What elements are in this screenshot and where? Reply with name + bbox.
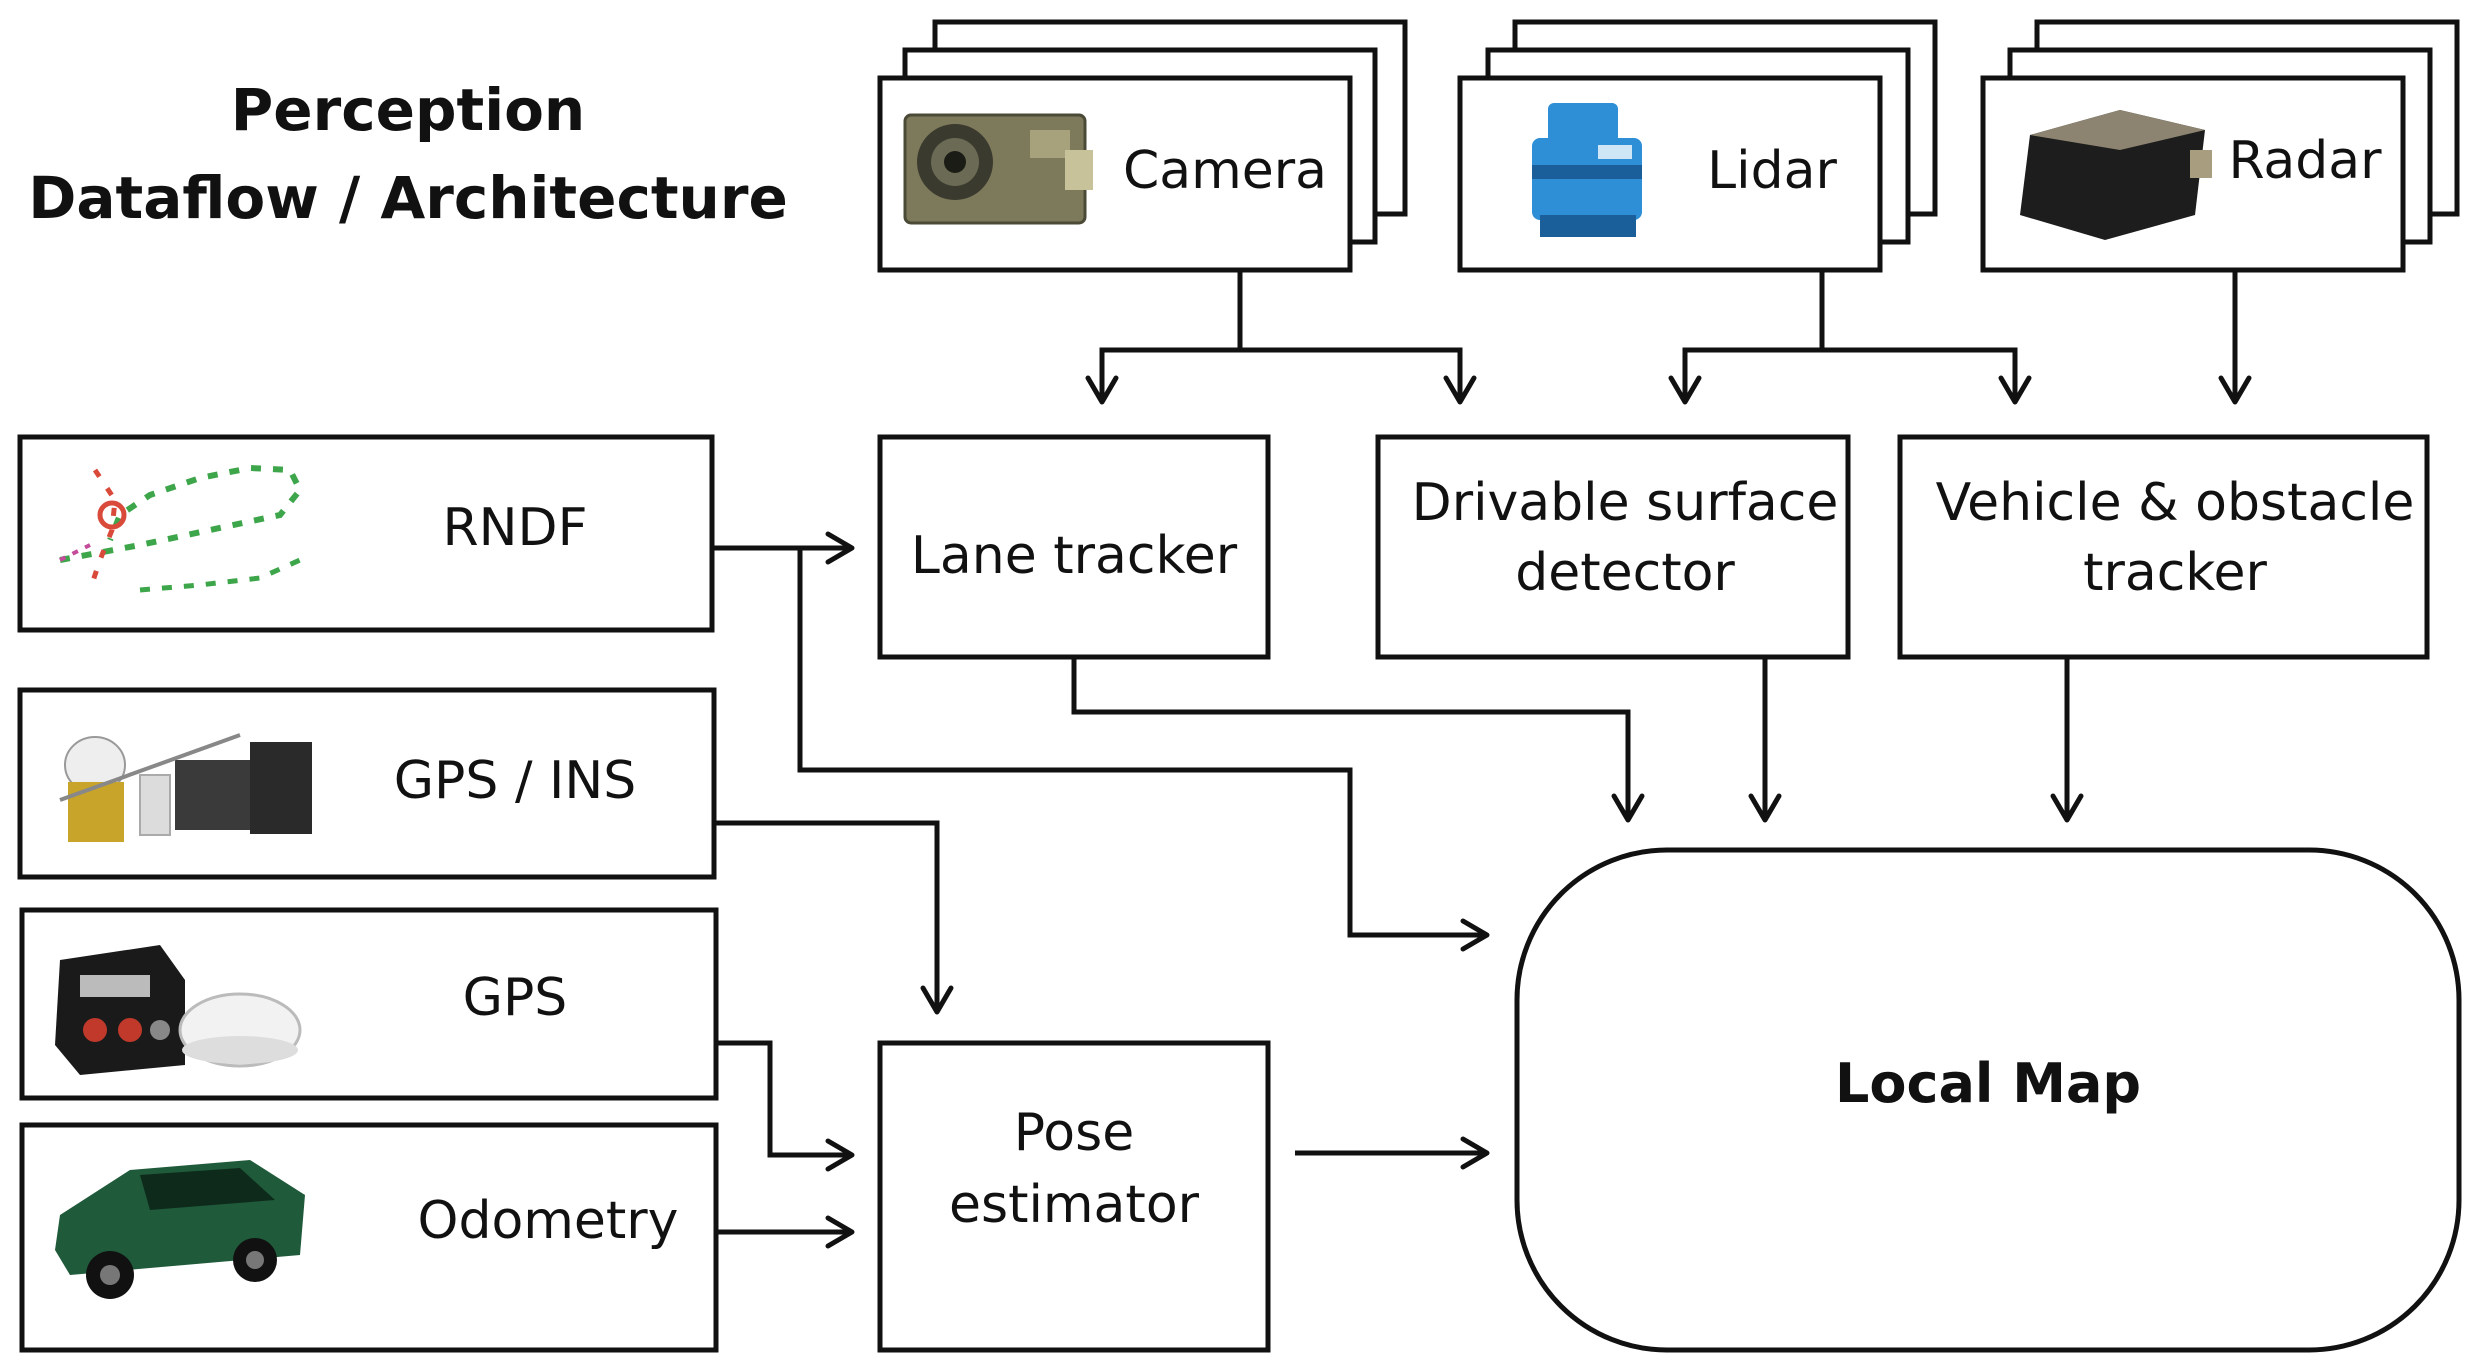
gps-ins-box — [17, 687, 717, 880]
camera-output-wire — [1099, 272, 1463, 400]
gps-ins-label: GPS / INS — [394, 751, 636, 811]
drivable-surface-detector-node: Drivable surface detector — [1375, 434, 1851, 660]
lane-tracker-label: Lane tracker — [911, 526, 1238, 586]
connectors — [712, 272, 2252, 1249]
arrow-rndf-to-local-map — [1460, 918, 1490, 952]
drivable-surface-label-line-2: detector — [1515, 543, 1735, 603]
gps-ins-to-pose-wire — [714, 820, 940, 1010]
lane-tracker-node: Lane tracker — [877, 434, 1271, 660]
pose-estimator-box — [877, 1040, 1271, 1353]
gps-input: GPS — [19, 907, 719, 1101]
gps-to-pose-wire — [716, 1040, 850, 1158]
lidar-output-wire — [1682, 272, 2018, 400]
camera-icon — [903, 113, 1093, 225]
arrow-to-drivable-from-lidar — [1668, 375, 1702, 405]
lane-tracker-to-local-map-wire — [1071, 657, 1631, 818]
rndf-box — [17, 434, 715, 633]
local-map-box — [1514, 847, 2462, 1353]
vehicle-tracker-label-line-1: Vehicle & obstacle — [1936, 473, 2415, 533]
drivable-surface-label-line-1: Drivable surface — [1412, 473, 1839, 533]
arrow-lane-tracker-to-local-map — [1611, 793, 1645, 823]
pose-estimator-node: Pose estimator — [877, 1040, 1271, 1353]
arrow-vehicle-tracker-to-local-map — [2050, 793, 2084, 823]
gps-ins-equipment-icon — [59, 733, 312, 842]
local-map-label: Local Map — [1835, 1052, 2141, 1115]
arrow-pose-to-local-map — [1460, 1136, 1490, 1170]
odometry-label: Odometry — [418, 1191, 679, 1251]
lidar-icon — [1532, 103, 1642, 237]
arrow-rndf-to-lane-tracker — [825, 531, 855, 565]
arrow-gps-to-pose — [825, 1138, 855, 1172]
drivable-surface-box — [1375, 434, 1851, 660]
vehicle-icon — [55, 1160, 305, 1299]
arrow-to-vehicle-tracker-from-lidar — [1998, 375, 2032, 405]
rndf-input: RNDF — [17, 434, 715, 633]
arrow-odometry-to-pose — [825, 1215, 855, 1249]
arrow-to-lane-tracker-from-camera — [1085, 375, 1119, 405]
camera-sensor-stack: Camera — [877, 19, 1408, 273]
arrow-to-drivable-from-camera — [1443, 375, 1477, 405]
title-line-1: Perception — [231, 76, 585, 144]
camera-label: Camera — [1123, 141, 1327, 201]
vehicle-tracker-label-line-2: tracker — [2083, 543, 2267, 603]
arrow-drivable-to-local-map — [1748, 793, 1782, 823]
gps-label: GPS — [463, 968, 568, 1028]
radar-label: Radar — [2228, 131, 2382, 191]
vehicle-obstacle-tracker-node: Vehicle & obstacle tracker — [1897, 434, 2430, 660]
radar-icon — [2020, 110, 2212, 240]
pose-estimator-label-line-2: estimator — [949, 1175, 1200, 1235]
diagram-title: Perception Dataflow / Architecture — [28, 76, 788, 232]
rndf-label: RNDF — [443, 498, 588, 558]
lidar-box — [1457, 75, 1883, 273]
lidar-sensor-stack: Lidar — [1457, 19, 1938, 273]
road-network-icon — [59, 464, 304, 593]
lidar-label: Lidar — [1707, 141, 1837, 201]
vehicle-tracker-box — [1897, 434, 2430, 660]
gps-ins-input: GPS / INS — [17, 687, 717, 880]
odometry-input: Odometry — [19, 1122, 719, 1353]
title-line-2: Dataflow / Architecture — [28, 164, 788, 232]
arrow-to-vehicle-tracker-from-radar — [2218, 375, 2252, 405]
local-map-node: Local Map — [1514, 847, 2462, 1353]
radar-sensor-stack: Radar — [1980, 19, 2460, 273]
arrow-gps-ins-to-pose — [920, 985, 954, 1015]
gps-receiver-icon — [55, 945, 302, 1075]
pose-estimator-label-line-1: Pose — [1014, 1103, 1134, 1163]
rndf-to-local-map-wire — [797, 548, 1485, 938]
